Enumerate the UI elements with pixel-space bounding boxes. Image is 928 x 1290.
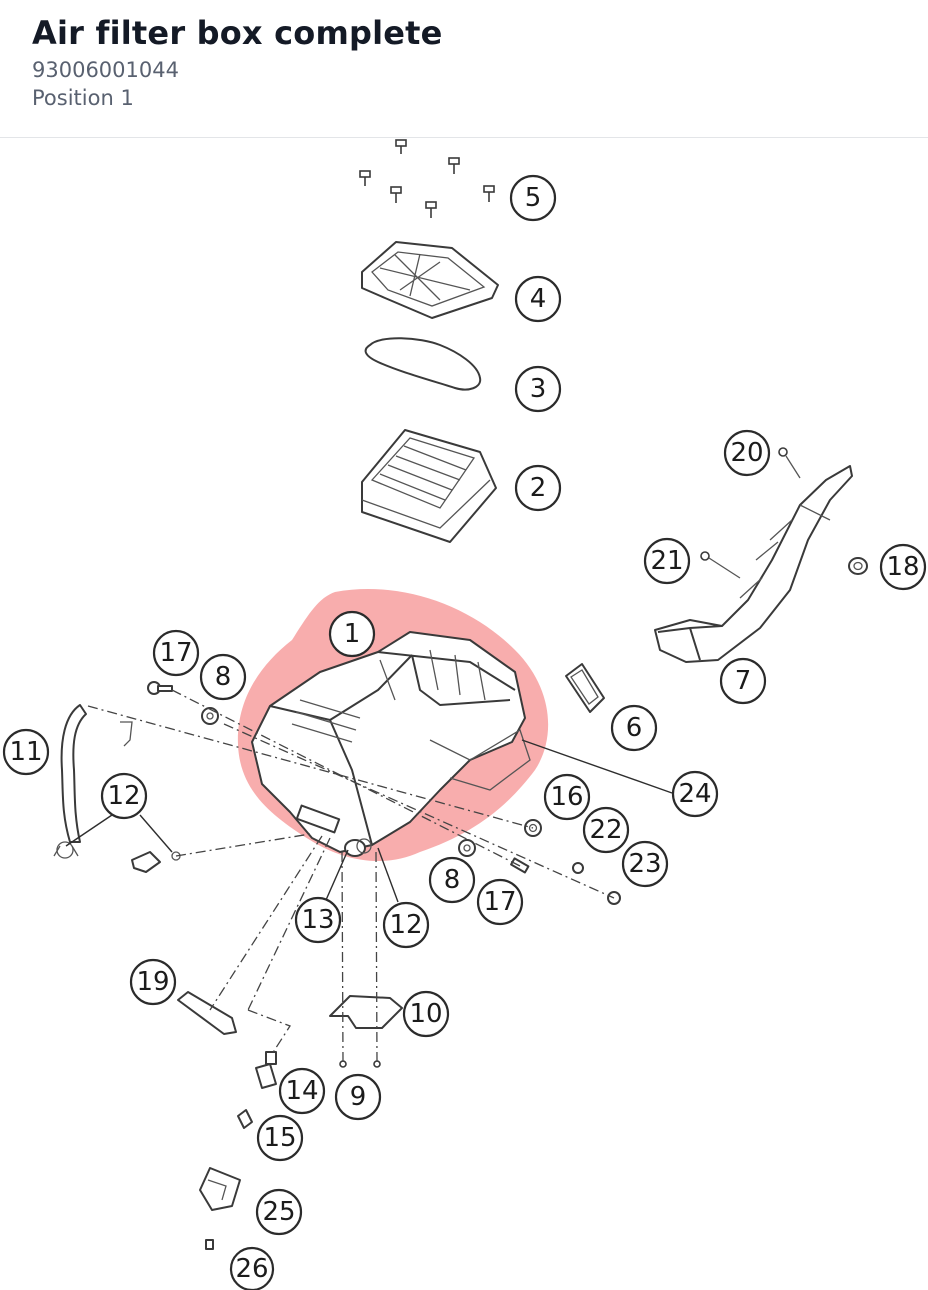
callout-1[interactable]: 1: [328, 610, 376, 658]
svg-text:20: 20: [730, 438, 763, 468]
callout-17-upper[interactable]: 17: [152, 629, 200, 677]
callouts: 1 2 3 4 5 6 7 8 8 9 10 11 12 12 13 14 15…: [2, 174, 927, 1290]
part-position: Position 1: [32, 86, 134, 110]
callout-25[interactable]: 25: [255, 1188, 303, 1236]
svg-text:16: 16: [550, 782, 583, 812]
callout-7[interactable]: 7: [719, 657, 767, 705]
callout-15[interactable]: 15: [256, 1114, 304, 1162]
svg-text:12: 12: [389, 910, 422, 940]
callout-6[interactable]: 6: [610, 704, 658, 752]
svg-text:3: 3: [530, 374, 547, 404]
callout-leaders: [65, 739, 673, 903]
callout-19[interactable]: 19: [129, 958, 177, 1006]
svg-text:26: 26: [235, 1254, 268, 1284]
svg-text:5: 5: [525, 183, 542, 213]
svg-text:1: 1: [344, 619, 361, 649]
seal-item-6: [565, 663, 605, 713]
svg-text:24: 24: [678, 779, 711, 809]
assembly-lines: [87, 689, 615, 1063]
callout-24[interactable]: 24: [671, 770, 719, 818]
exploded-parts-diagram: 1 2 3 4 5 6 7 8 8 9 10 11 12 12 13 14 15…: [2, 139, 927, 1290]
callout-21[interactable]: 21: [643, 537, 691, 585]
svg-text:6: 6: [626, 713, 643, 743]
screws-item-5: [359, 139, 495, 218]
callout-10[interactable]: 10: [402, 990, 450, 1038]
callout-22[interactable]: 22: [582, 806, 630, 854]
callout-2[interactable]: 2: [514, 464, 562, 512]
callout-12-left[interactable]: 12: [100, 772, 148, 820]
callout-26[interactable]: 26: [229, 1246, 275, 1290]
svg-text:17: 17: [483, 887, 516, 917]
clamp-parts-item-12: [53, 721, 372, 873]
svg-text:14: 14: [285, 1076, 318, 1106]
callout-8-lower[interactable]: 8: [428, 856, 476, 904]
part-title: Air filter box complete: [32, 14, 443, 52]
callout-18[interactable]: 18: [879, 543, 927, 591]
airbox-body-item-1: [251, 631, 531, 857]
svg-text:8: 8: [444, 865, 461, 895]
svg-text:18: 18: [886, 552, 919, 582]
svg-text:22: 22: [589, 815, 622, 845]
grommet-item-18: [848, 557, 868, 575]
callout-5[interactable]: 5: [509, 174, 557, 222]
svg-text:10: 10: [409, 999, 442, 1029]
svg-text:13: 13: [301, 905, 334, 935]
svg-text:21: 21: [650, 546, 683, 576]
part-number: 93006001044: [32, 58, 179, 82]
callout-14[interactable]: 14: [278, 1067, 326, 1115]
svg-text:7: 7: [735, 666, 752, 696]
callout-4[interactable]: 4: [514, 275, 562, 323]
callout-16[interactable]: 16: [543, 773, 591, 821]
svg-text:17: 17: [159, 638, 192, 668]
svg-text:9: 9: [350, 1082, 367, 1112]
screws-item-9: [339, 1060, 381, 1068]
callout-8-upper[interactable]: 8: [199, 653, 247, 701]
svg-text:11: 11: [9, 737, 42, 767]
svg-text:4: 4: [530, 284, 547, 314]
callout-3[interactable]: 3: [514, 365, 562, 413]
air-filter-item-2: [361, 429, 497, 543]
bolt-washer-left-items-17-8: [147, 681, 219, 725]
part-header: Air filter box complete 93006001044 Posi…: [0, 0, 928, 138]
clip-item-15: [237, 1109, 253, 1129]
callout-20[interactable]: 20: [723, 429, 771, 477]
intake-duct-item-7: [654, 465, 853, 663]
svg-text:15: 15: [263, 1123, 296, 1153]
svg-text:19: 19: [136, 967, 169, 997]
snorkel-screws-items-20-21: [700, 447, 801, 579]
callout-11[interactable]: 11: [2, 728, 50, 776]
gasket-item-3: [364, 337, 482, 391]
sensor-item-14: [255, 1051, 277, 1089]
svg-text:8: 8: [215, 662, 232, 692]
holder-item-25: [199, 1167, 241, 1211]
callout-17-lower[interactable]: 17: [476, 878, 524, 926]
filter-cover-item-4: [361, 241, 499, 319]
callout-23[interactable]: 23: [621, 840, 669, 888]
hose-item-11: [60, 704, 87, 843]
svg-text:12: 12: [107, 781, 140, 811]
callout-13[interactable]: 13: [294, 896, 342, 944]
small-part-item-26: [205, 1239, 214, 1250]
svg-text:25: 25: [262, 1197, 295, 1227]
callout-9[interactable]: 9: [334, 1073, 382, 1121]
svg-text:23: 23: [628, 849, 661, 879]
bracket-item-10: [329, 995, 403, 1029]
sensor-item-19: [177, 991, 237, 1035]
svg-text:2: 2: [530, 473, 547, 503]
callout-12-right[interactable]: 12: [382, 901, 430, 949]
